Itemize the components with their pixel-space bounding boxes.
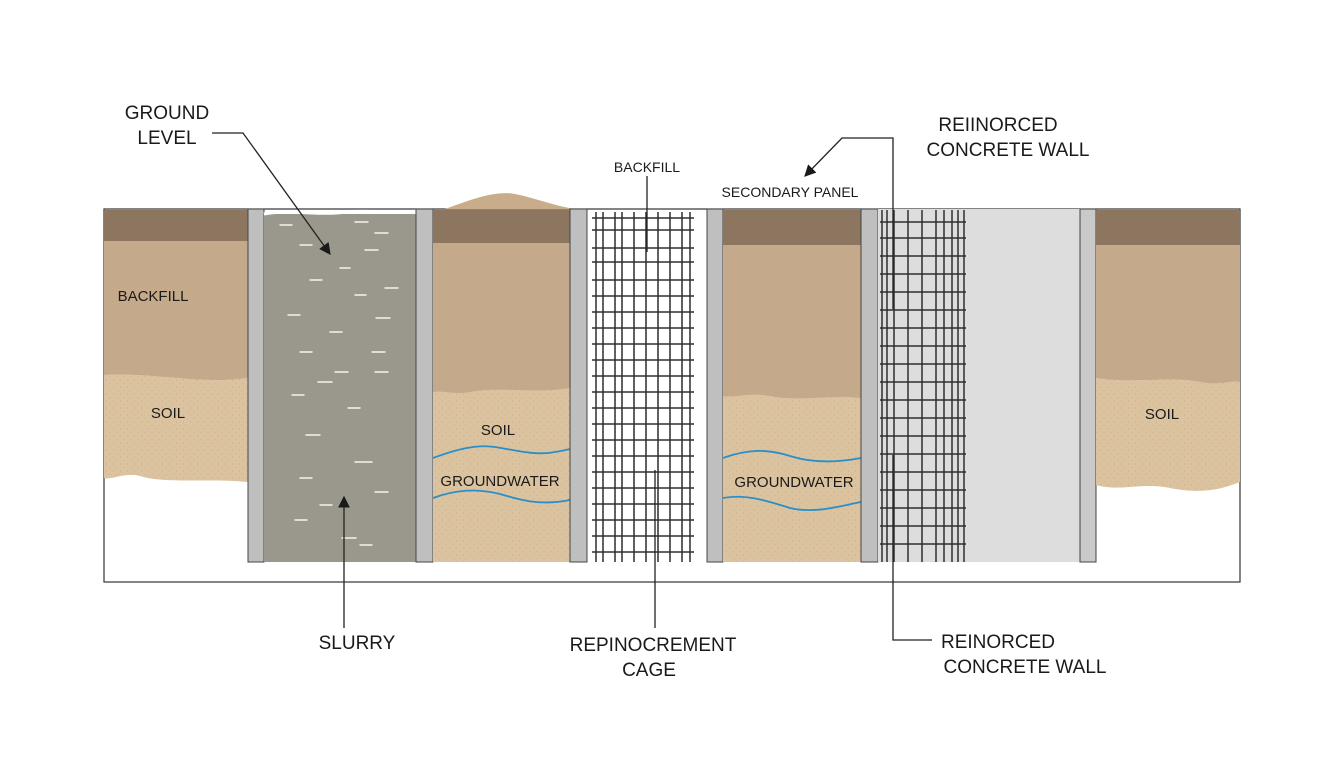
slurry-label: SLURRY xyxy=(319,633,396,654)
reinforcement-cage xyxy=(592,212,694,562)
top-wall-leader xyxy=(804,137,894,309)
backfill-left-label: BACKFILL xyxy=(118,288,189,305)
groundwater-left-label: GROUNDWATER xyxy=(440,473,559,490)
top-wall-label-line1: REIINORCED xyxy=(938,115,1057,136)
secondary-right-wall xyxy=(860,208,879,563)
bottom-wall-label-line1: REINORCED xyxy=(941,632,1055,653)
middle-groundwater-line-upper xyxy=(432,445,571,459)
top-wall-label-line2: CONCRETE WALL xyxy=(927,140,1090,161)
secondary-panel-column xyxy=(706,208,879,563)
middle-groundwater-line-lower xyxy=(432,489,571,504)
middle-topsoil-layer xyxy=(433,210,570,243)
secondary-topsoil-layer xyxy=(723,210,861,245)
right-backfill-layer xyxy=(1096,244,1240,384)
slurry-trench xyxy=(247,208,434,563)
soil-middle-label: SOIL xyxy=(481,422,515,439)
soil-mound xyxy=(445,193,575,209)
ground-level-leader xyxy=(212,132,331,255)
backfill-top-label: BACKFILL xyxy=(614,159,680,175)
concrete-rebar-cage xyxy=(880,210,966,562)
cage-label-line1: REPINOCREMENT xyxy=(570,635,737,656)
ground-level-label-line2: LEVEL xyxy=(137,128,196,149)
right-soil-column xyxy=(1096,210,1240,491)
secondary-backfill-layer xyxy=(723,244,861,399)
concrete-fill xyxy=(878,209,1080,562)
right-topsoil-layer xyxy=(1096,210,1240,245)
soil-right-label: SOIL xyxy=(1145,406,1179,423)
leader-lines xyxy=(212,132,932,641)
slurry-surface xyxy=(263,209,417,216)
slurry-left-wall xyxy=(247,208,265,563)
middle-soil-column xyxy=(432,208,588,563)
concrete-right-wall xyxy=(1079,208,1097,563)
left-soil-column xyxy=(104,210,248,482)
middle-right-wall xyxy=(569,208,588,563)
left-backfill-layer xyxy=(104,240,248,381)
secondary-groundwater-line-upper xyxy=(722,450,862,463)
bottom-wall-leader xyxy=(892,455,932,641)
secondary-left-wall xyxy=(706,208,724,563)
slurry-right-wall xyxy=(415,208,434,563)
cage-label-line2: CAGE xyxy=(622,660,676,681)
slurry-fill xyxy=(264,214,416,562)
middle-backfill-layer xyxy=(433,242,570,393)
secondary-panel-label: SECONDARY PANEL xyxy=(722,184,859,200)
left-topsoil-layer xyxy=(104,210,248,241)
bottom-wall-label-line2: CONCRETE WALL xyxy=(944,657,1107,678)
groundwater-right-label: GROUNDWATER xyxy=(734,474,853,491)
slurry-particles xyxy=(279,221,399,546)
soil-left-label: SOIL xyxy=(151,405,185,422)
concrete-panel xyxy=(878,208,1097,563)
secondary-groundwater-line-lower xyxy=(722,495,862,512)
ground-level-label-line1: GROUND xyxy=(125,103,209,124)
